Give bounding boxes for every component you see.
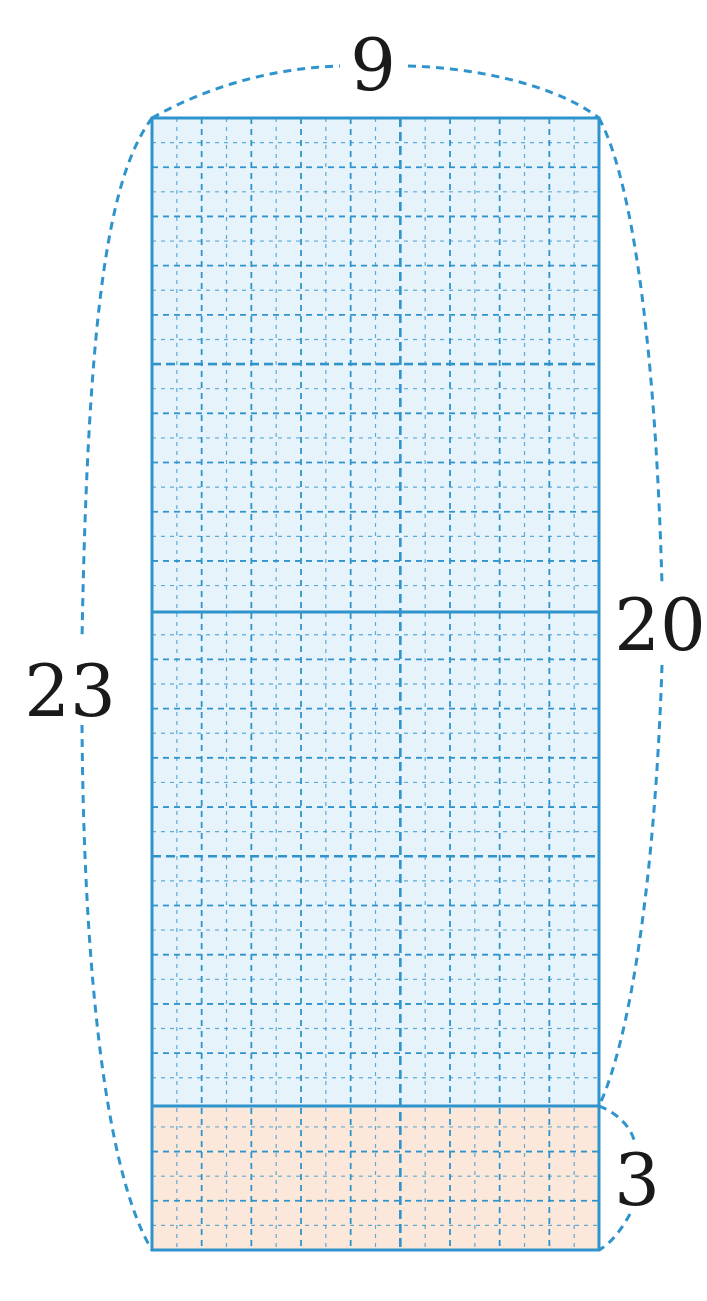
left-total-brace bbox=[80, 117, 154, 1251]
right-lower-brace bbox=[598, 1104, 636, 1252]
right-lower-label: 3 bbox=[614, 1138, 660, 1222]
left-total-label: 23 bbox=[24, 649, 116, 733]
grid-lines bbox=[152, 118, 599, 1250]
outer-border bbox=[150, 116, 601, 1252]
right-upper-brace bbox=[597, 117, 664, 1107]
top-width-label: 9 bbox=[350, 23, 396, 107]
top-width-brace bbox=[151, 64, 600, 120]
right-upper-label: 20 bbox=[614, 583, 706, 667]
